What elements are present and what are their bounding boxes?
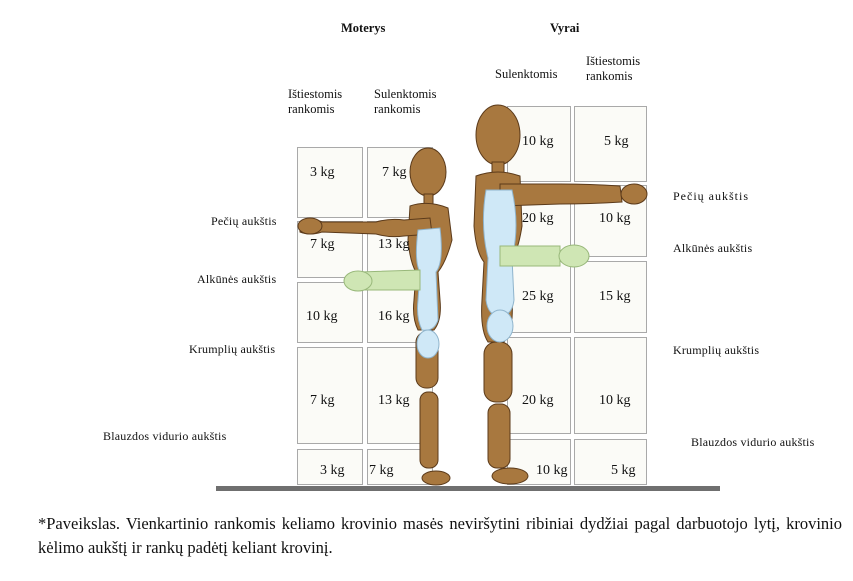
women-extended-kg-1: 3 kg bbox=[310, 165, 335, 180]
men-extended-kg-2: 10 kg bbox=[599, 211, 631, 226]
men-extended-box-3 bbox=[574, 261, 647, 333]
men-extended-kg-1: 5 kg bbox=[604, 134, 629, 149]
woman-torso-highlight bbox=[415, 227, 442, 331]
man-thigh bbox=[483, 341, 513, 403]
figure-caption: *Paveikslas. Vienkartinio rankomis kelia… bbox=[38, 514, 842, 557]
men-extended-header-line1: Ištiestomis bbox=[586, 54, 641, 68]
man-elbow-arm-highlight bbox=[499, 245, 561, 267]
man-shin bbox=[487, 403, 511, 469]
men-extended-box-5 bbox=[574, 439, 647, 485]
women-extended-header-line1: Ištiestomis bbox=[288, 87, 343, 101]
left-level-shoulder: Pečių aukštis bbox=[211, 214, 277, 228]
women-extended-box-5 bbox=[297, 449, 363, 485]
men-bent-kg-2: 20 kg bbox=[522, 211, 554, 226]
man-elbow-hand-highlight bbox=[558, 244, 590, 268]
left-level-knuckle: Krumplių aukštis bbox=[189, 342, 276, 356]
man-arm-shoulder bbox=[499, 183, 623, 207]
men-bent-kg-4: 20 kg bbox=[522, 393, 554, 408]
woman-neck bbox=[423, 193, 434, 205]
men-header: Vyrai bbox=[550, 21, 580, 35]
women-bent-kg-4: 13 kg bbox=[378, 393, 410, 408]
men-extended-kg-4: 10 kg bbox=[599, 393, 631, 408]
right-level-shin: Blauzdos vidurio aukštis bbox=[691, 435, 815, 449]
men-extended-box-4 bbox=[574, 337, 647, 434]
man-hip-highlight bbox=[486, 309, 514, 343]
woman-hip-highlight bbox=[416, 329, 440, 359]
women-bent-header-line1: Sulenktomis bbox=[374, 87, 437, 101]
floor-line bbox=[216, 486, 720, 491]
women-bent-kg-5: 7 kg bbox=[369, 463, 394, 478]
men-bent-header: Sulenktomis bbox=[495, 67, 558, 81]
women-header: Moterys bbox=[341, 21, 386, 35]
right-level-elbow: Alkūnės aukštis bbox=[673, 241, 753, 255]
women-extended-kg-3: 10 kg bbox=[306, 309, 338, 324]
men-extended-box-1 bbox=[574, 106, 647, 182]
man-hand-shoulder bbox=[620, 183, 648, 205]
left-level-elbow: Alkūnės aukštis bbox=[197, 272, 277, 286]
men-extended-kg-5: 5 kg bbox=[611, 463, 636, 478]
women-extended-header-line2: rankomis bbox=[288, 102, 335, 116]
woman-hand-shoulder bbox=[297, 217, 323, 235]
women-extended-box-1 bbox=[297, 147, 363, 218]
woman-head bbox=[409, 147, 447, 197]
women-bent-kg-3: 16 kg bbox=[378, 309, 410, 324]
right-level-shoulder: Pečių aukštis bbox=[673, 189, 749, 203]
women-bent-kg-1: 7 kg bbox=[382, 165, 407, 180]
woman-shin bbox=[419, 391, 439, 469]
men-bent-kg-5: 10 kg bbox=[536, 463, 568, 478]
woman-foot bbox=[421, 470, 451, 486]
man-head bbox=[475, 104, 521, 166]
women-extended-box-3 bbox=[297, 282, 363, 343]
men-extended-kg-3: 15 kg bbox=[599, 289, 631, 304]
woman-elbow-hand-highlight bbox=[343, 270, 373, 292]
women-extended-kg-5: 3 kg bbox=[320, 463, 345, 478]
men-bent-kg-3: 25 kg bbox=[522, 289, 554, 304]
women-extended-box-4 bbox=[297, 347, 363, 444]
men-bent-kg-1: 10 kg bbox=[522, 134, 554, 149]
women-bent-kg-2: 13 kg bbox=[378, 237, 410, 252]
women-bent-header-line2: rankomis bbox=[374, 102, 421, 116]
women-extended-kg-2: 7 kg bbox=[310, 237, 335, 252]
left-level-shin: Blauzdos vidurio aukštis bbox=[103, 429, 227, 443]
man-foot bbox=[491, 467, 529, 485]
right-level-knuckle: Krumplių aukštis bbox=[673, 343, 760, 357]
women-extended-kg-4: 7 kg bbox=[310, 393, 335, 408]
men-extended-header-line2: rankomis bbox=[586, 69, 633, 83]
